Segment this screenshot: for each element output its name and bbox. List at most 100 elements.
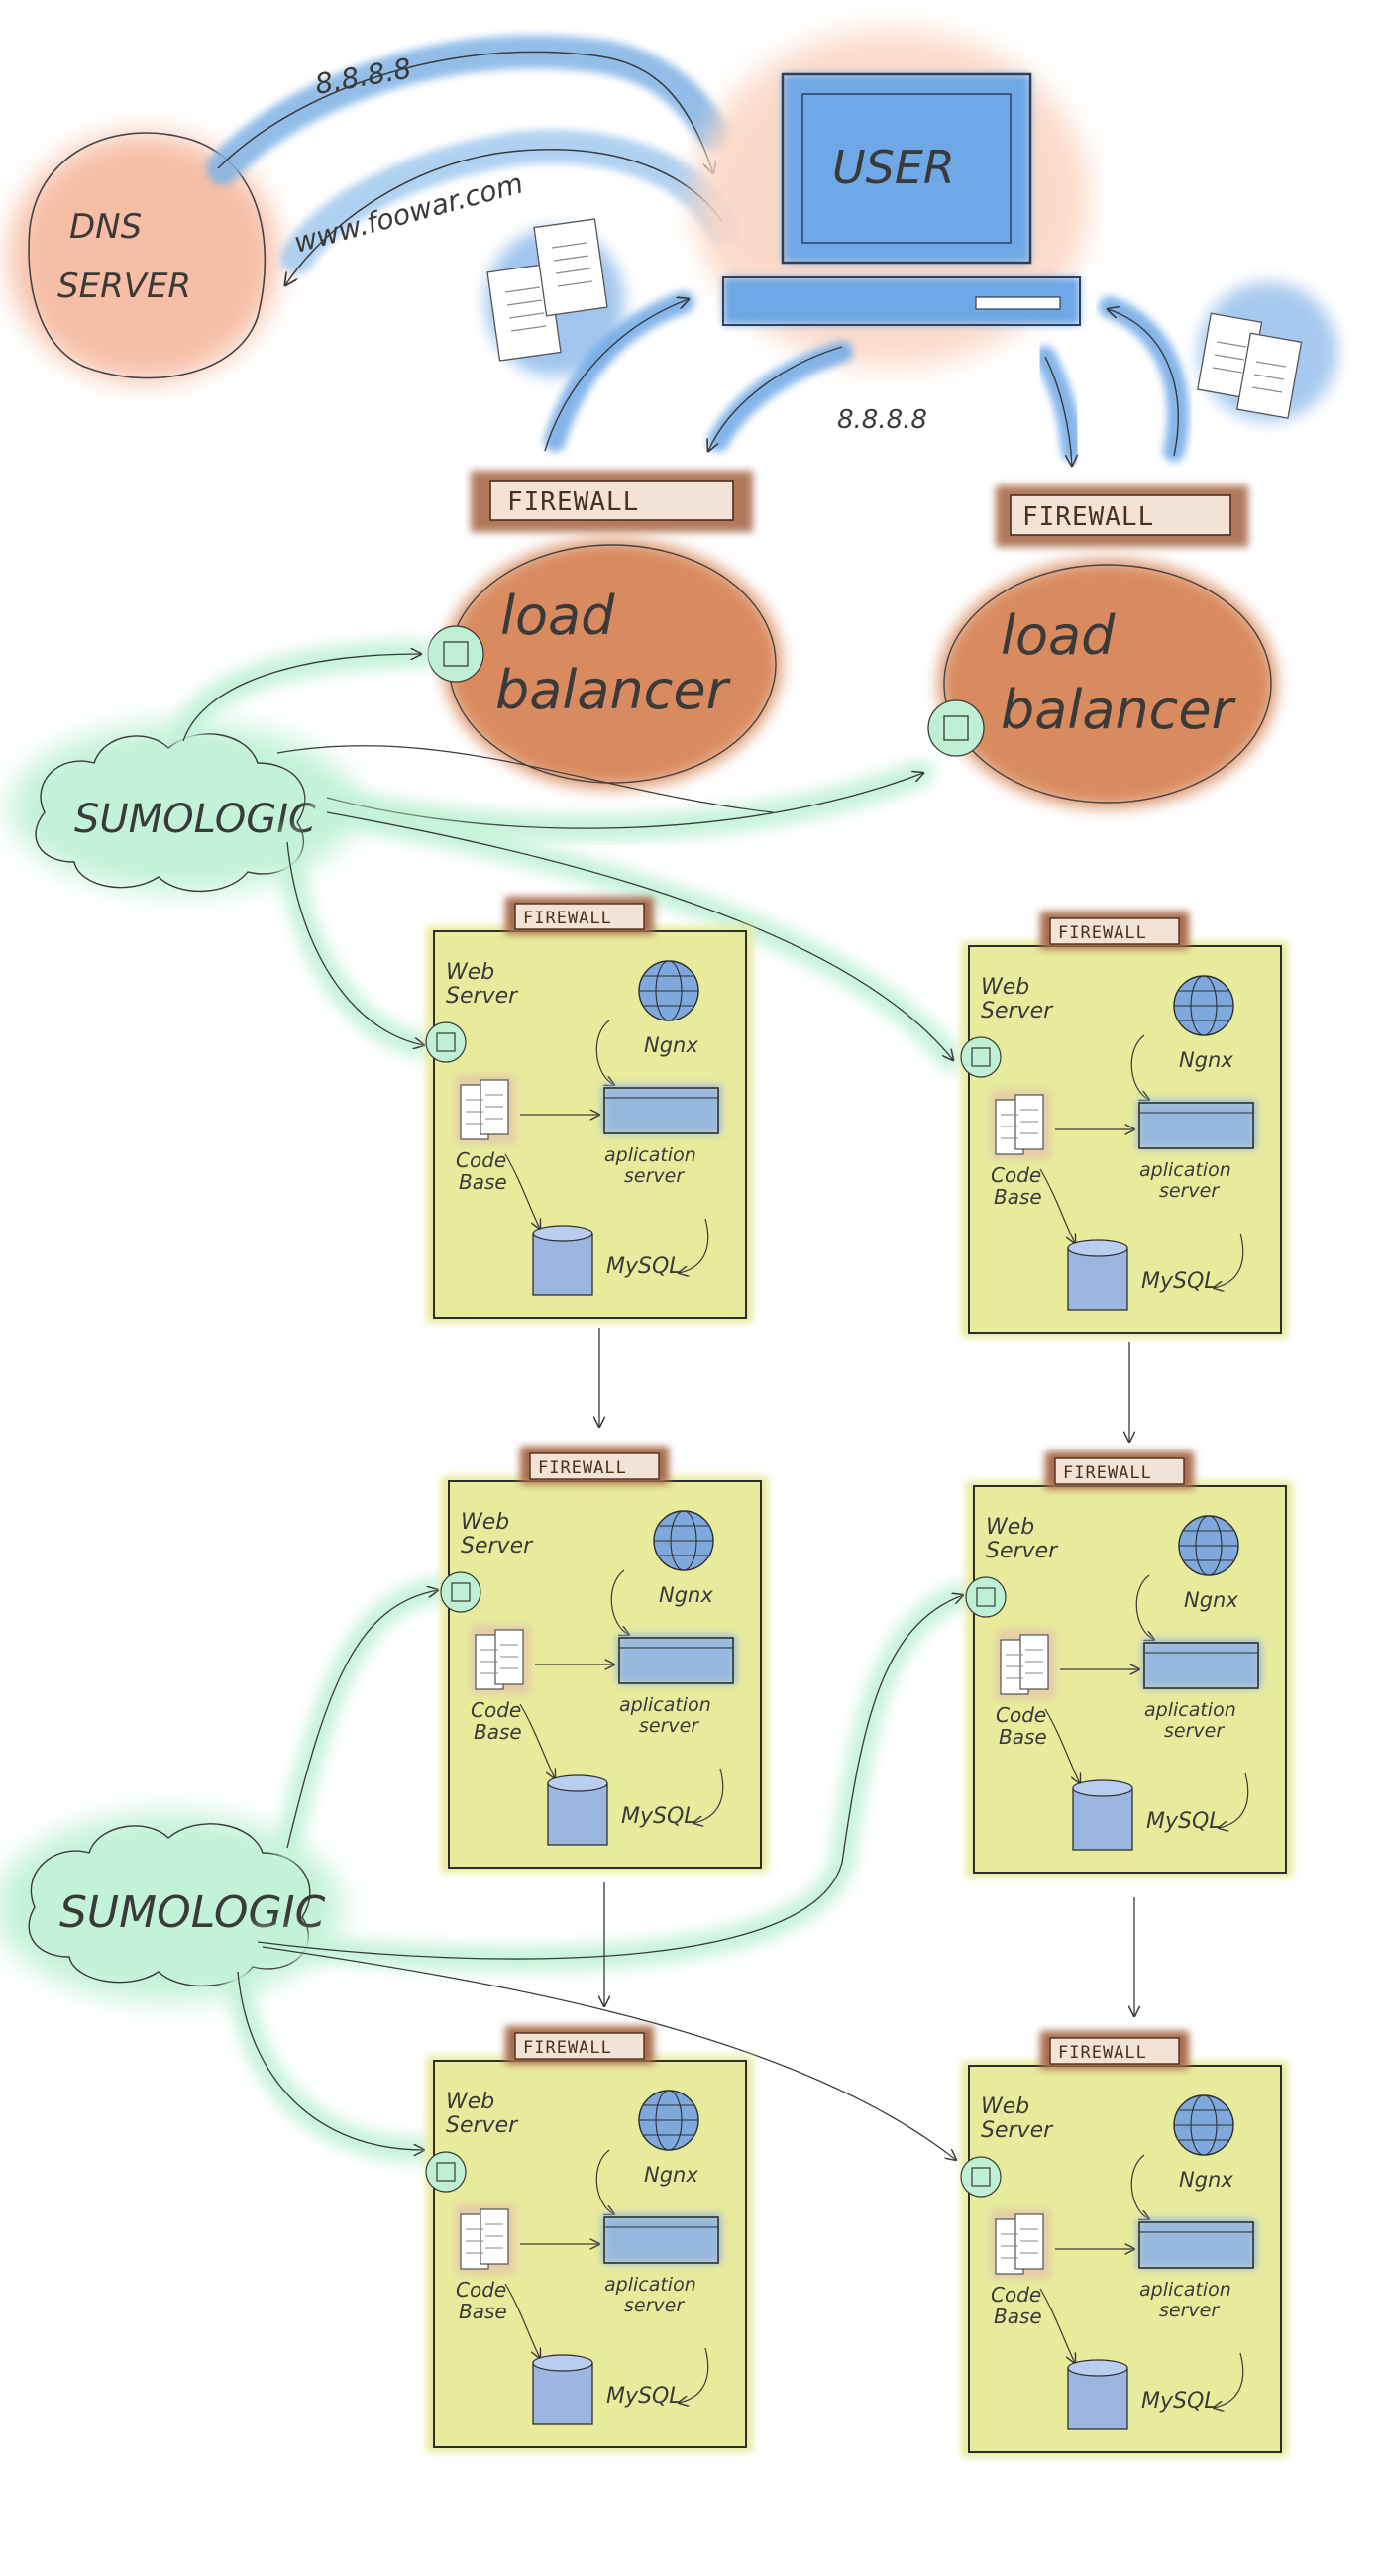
nginx-label: Ngnx — [644, 2163, 698, 2187]
mysql-label: MySQL — [621, 1804, 696, 1829]
app-server-line1: aplication — [604, 1144, 696, 1166]
mysql-label: MySQL — [1141, 2389, 1217, 2414]
app-server-line2: server — [624, 1165, 685, 1187]
server-box-6: FIREWALL Web Server Ngnx Code Base aplic… — [960, 2031, 1288, 2457]
app-server-line1: aplication — [1139, 1159, 1231, 1181]
web-server-line1: Web — [446, 960, 494, 985]
web-server-line2: Server — [446, 984, 519, 1009]
server-box-2: FIREWALL Web Server Ngnx Code Base aplic… — [960, 912, 1288, 1338]
app-server-icon — [1143, 1642, 1259, 1689]
code-base-line2: Base — [459, 1170, 507, 1194]
traffic-arrows: 8.8.8.8 — [544, 291, 1190, 466]
app-server-icon — [618, 1637, 734, 1684]
database-icon — [1072, 1787, 1133, 1851]
ip-mid-label: 8.8.8.8 — [837, 405, 927, 435]
code-base-line2: Base — [474, 1720, 522, 1744]
dns-label-line2: SERVER — [57, 267, 191, 306]
agent-icon — [436, 2162, 456, 2182]
lb-left-line2: balancer — [495, 659, 731, 721]
web-server-line2: Server — [986, 1539, 1059, 1563]
web-server-line1: Web — [461, 1510, 509, 1535]
app-server-icon — [603, 1087, 719, 1134]
firewall-label-lb-left: FIREWALL — [507, 487, 639, 517]
code-base-line1: Code — [991, 2283, 1041, 2307]
server-box-1: FIREWALL Web Server Ngnx Code Base aplic… — [425, 897, 753, 1323]
web-server-line2: Server — [981, 2118, 1054, 2143]
nginx-label: Ngnx — [1179, 1048, 1233, 1072]
server-box-3: FIREWALL Web Server Ngnx Code Base aplic… — [440, 1447, 768, 1873]
mysql-label: MySQL — [1146, 1809, 1222, 1834]
firewall-label: FIREWALL — [523, 909, 612, 928]
code-base-line1: Code — [471, 1698, 521, 1722]
code-base-line1: Code — [456, 2278, 506, 2302]
user-computer: USER — [694, 30, 1090, 367]
firewall-label: FIREWALL — [538, 1458, 627, 1478]
app-server-line1: aplication — [604, 2274, 696, 2296]
server-box-4: FIREWALL Web Server Ngnx Code Base aplic… — [965, 1451, 1293, 1878]
agent-icon — [976, 1587, 996, 1607]
web-server-line1: Web — [981, 975, 1029, 1000]
mysql-label: MySQL — [606, 1254, 682, 1279]
mysql-label: MySQL — [1141, 1269, 1217, 1294]
dns-label-line1: DNS — [69, 207, 142, 247]
lb-right-line1: load — [1001, 604, 1116, 667]
database-icon — [1067, 2367, 1128, 2430]
sumologic-label: SUMOLOGIC — [74, 797, 316, 842]
web-server-line1: Web — [986, 1515, 1034, 1540]
sumologic-bottom: SUMOLOGIC — [0, 1578, 973, 2162]
lb-left-line1: load — [500, 585, 615, 647]
agent-icon — [943, 715, 969, 741]
app-server-line2: server — [1164, 1720, 1225, 1742]
app-server-line1: aplication — [1139, 2279, 1231, 2301]
app-server-icon — [603, 2216, 719, 2264]
app-server-line1: aplication — [1144, 1699, 1236, 1721]
nginx-label: Ngnx — [1179, 2168, 1233, 2192]
app-server-line2: server — [1159, 2300, 1220, 2321]
load-balancer-right: FIREWALL load balancer — [927, 485, 1276, 807]
documents-right-icon — [1197, 282, 1337, 421]
code-base-line2: Base — [994, 1185, 1042, 1209]
database-icon — [547, 1782, 608, 1846]
web-server-line1: Web — [446, 2090, 494, 2114]
nginx-label: Ngnx — [659, 1583, 713, 1607]
app-server-line2: server — [1159, 1180, 1220, 1202]
app-server-line1: aplication — [619, 1694, 711, 1716]
mysql-label: MySQL — [606, 2384, 682, 2409]
server-chain-arrows — [599, 1328, 1134, 2016]
load-balancer-left: FIREWALL load balancer — [427, 471, 781, 788]
user-label: USER — [832, 141, 955, 194]
app-server-line2: server — [639, 1715, 699, 1737]
nginx-label: Ngnx — [1184, 1588, 1238, 1612]
web-server-line1: Web — [981, 2094, 1029, 2119]
app-server-icon — [1138, 2221, 1254, 2269]
code-base-line1: Code — [991, 1163, 1041, 1187]
lb-right-line2: balancer — [1001, 679, 1236, 741]
agent-icon — [443, 641, 469, 667]
nginx-label: Ngnx — [644, 1033, 698, 1057]
dns-server: DNS SERVER — [10, 132, 277, 381]
web-server-line2: Server — [446, 2113, 519, 2138]
agent-icon — [436, 1032, 456, 1052]
firewall-label: FIREWALL — [523, 2038, 612, 2058]
firewall-label-lb-right: FIREWALL — [1022, 502, 1154, 532]
app-server-line2: server — [624, 2295, 685, 2316]
sumologic-top: SUMOLOGIC — [10, 641, 963, 1072]
code-base-line2: Base — [459, 2300, 507, 2323]
server-boxes: FIREWALL Web Server Ngnx Code Base aplic… — [425, 897, 1293, 2457]
documents-left-icon — [485, 218, 624, 376]
firewall-label: FIREWALL — [1058, 2043, 1147, 2063]
code-base-line2: Base — [999, 1725, 1047, 1749]
database-icon — [532, 2362, 593, 2425]
code-base-line2: Base — [994, 2305, 1042, 2328]
firewall-label: FIREWALL — [1058, 923, 1147, 943]
agent-icon — [451, 1582, 471, 1602]
code-base-line1: Code — [996, 1703, 1046, 1727]
app-server-icon — [1138, 1102, 1254, 1149]
server-box-5: FIREWALL Web Server Ngnx Code Base aplic… — [425, 2026, 753, 2452]
web-server-line2: Server — [981, 999, 1054, 1023]
web-server-line2: Server — [461, 1534, 534, 1558]
firewall-label: FIREWALL — [1063, 1463, 1152, 1483]
database-icon — [532, 1233, 593, 1296]
top-section: DNS SERVER 8.8.8.8 www.foowar.com USER — [10, 30, 1337, 807]
agent-icon — [971, 2167, 991, 2187]
